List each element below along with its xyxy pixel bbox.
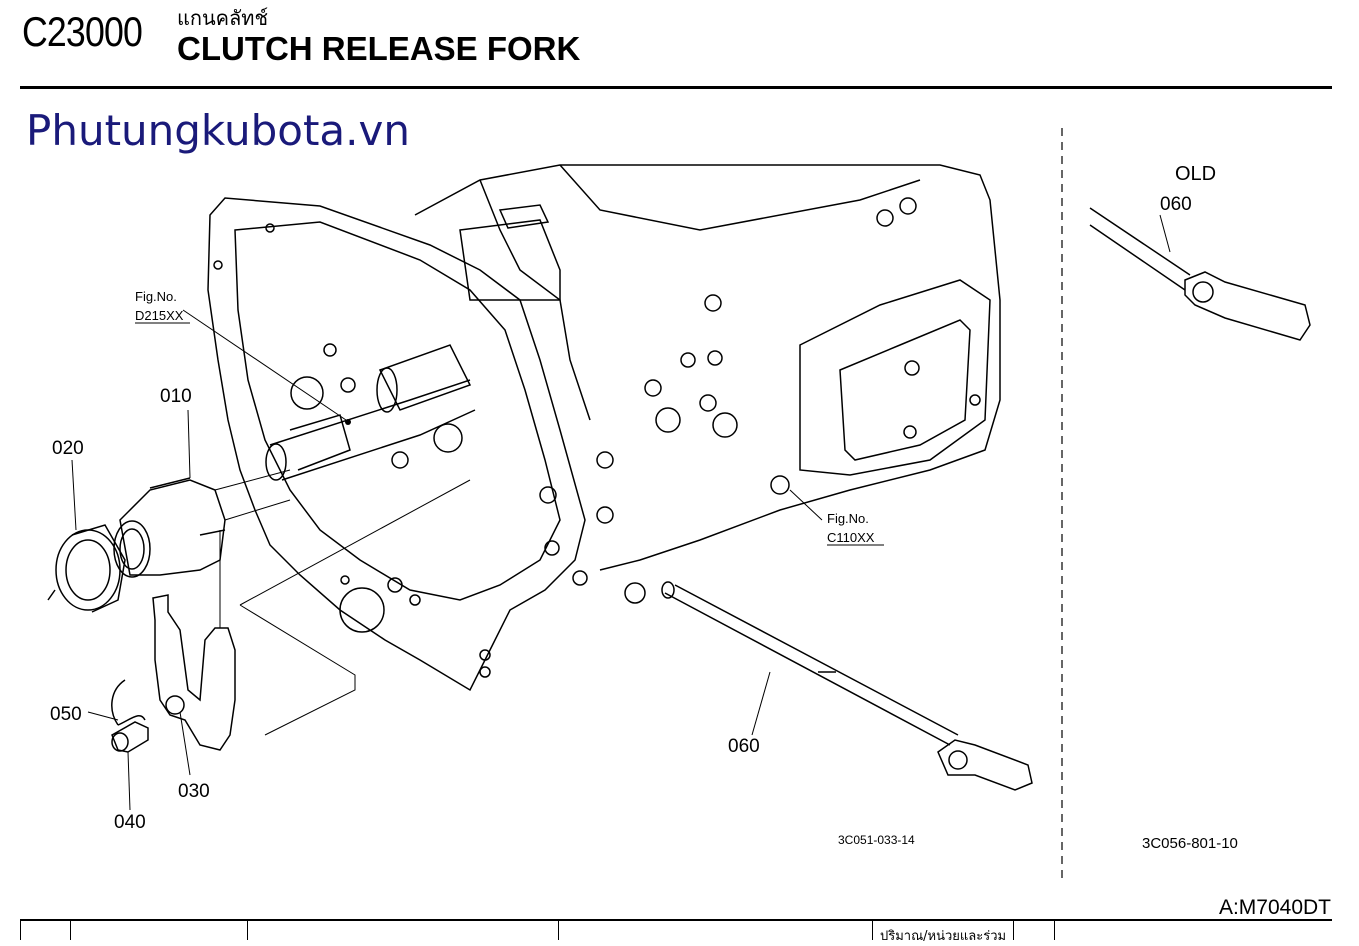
drawing-code-old: 3C056-801-10 (1142, 835, 1238, 852)
thai-title: แกนคลัทช์ (177, 6, 269, 30)
old-fork-shaft (1089, 207, 1191, 291)
old-label: OLD (1175, 163, 1216, 185)
watermark: Phutungkubota.vn (26, 106, 410, 155)
callout-040: 040 (114, 812, 146, 833)
page-title: CLUTCH RELEASE FORK (177, 30, 581, 67)
drawing-code-main: 3C051-033-14 (838, 833, 915, 847)
part-group-code: C23000 (22, 8, 143, 55)
fig-ref-d215-code: D215XX (135, 308, 184, 323)
fork-shaft (664, 584, 959, 746)
input-shaft (269, 379, 476, 481)
callout-010: 010 (160, 386, 192, 407)
callout-030: 030 (178, 781, 210, 802)
fig-ref-d215-label: Fig.No. (135, 289, 177, 304)
callout-020: 020 (52, 438, 84, 459)
model-code: A:M7040DT (1218, 896, 1331, 919)
release-fork (152, 594, 236, 751)
bolt (111, 721, 149, 753)
callout-060: 060 (728, 736, 760, 757)
release-hub (119, 479, 226, 576)
transmission-housing (207, 197, 586, 692)
wire-clip (111, 679, 146, 726)
footer-rule (20, 919, 1332, 921)
callout-050: 050 (50, 704, 82, 725)
callout-old-060: 060 (1160, 194, 1192, 215)
fig-ref-c110-label: Fig.No. (827, 511, 869, 526)
parts-table-header (20, 921, 1332, 940)
header-rule (20, 86, 1332, 89)
fig-ref-c110-code: C110XX (827, 530, 875, 545)
table-header-quantity: ปริมาณ/หน่วยและร่วม (880, 929, 1007, 944)
